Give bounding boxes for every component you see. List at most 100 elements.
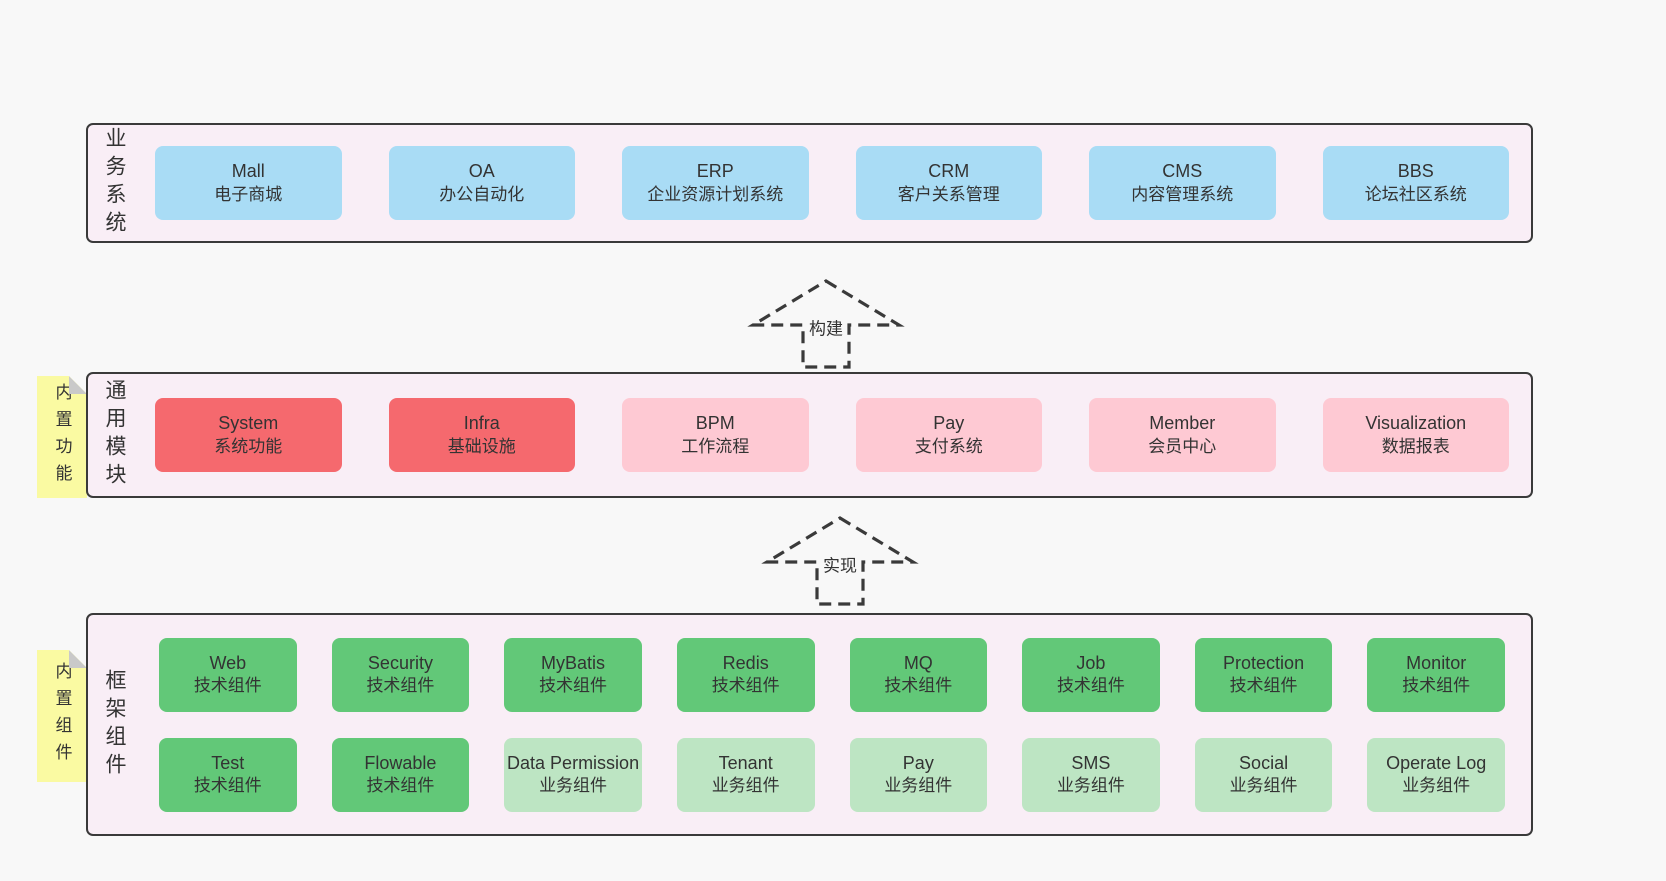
layer-label-business-systems: 业务系统 [103, 127, 126, 239]
box-monitor: Monitor 技术组件 [1367, 637, 1505, 712]
layer-label-common-modules: 通用模块 [103, 379, 126, 491]
implement-arrow-label: 实现 [819, 549, 861, 579]
box-subtitle: 业务组件 [884, 776, 953, 796]
box-subtitle: 业务组件 [1056, 776, 1125, 796]
box-title: Protection [1223, 652, 1305, 673]
box-subtitle: 技术组件 [711, 676, 780, 696]
box-subtitle: 数据报表 [1381, 436, 1450, 456]
box-operate-log: Operate Log 业务组件 [1367, 737, 1505, 812]
box-title: MyBatis [541, 652, 606, 673]
box-subtitle: 业务组件 [711, 776, 780, 796]
box-title: MQ [903, 652, 933, 673]
box-title: Web [209, 652, 247, 673]
box-subtitle: 技术组件 [366, 776, 435, 796]
sticky-tab-label: 内置功能 [52, 383, 72, 491]
box-title: BPM [695, 413, 735, 434]
box-title: Pay [902, 752, 934, 773]
box-pay: Pay 业务组件 [849, 737, 988, 812]
box-title: Test [211, 752, 245, 773]
box-mq: MQ 技术组件 [849, 637, 988, 712]
box-social: Social 业务组件 [1194, 737, 1333, 812]
box-web: Web 技术组件 [159, 637, 297, 712]
box-title: Member [1149, 413, 1216, 434]
box-subtitle: 技术组件 [1402, 676, 1471, 696]
box-title: Tenant [718, 752, 773, 773]
build-arrow: 构建 [746, 276, 906, 370]
box-title: SMS [1071, 752, 1111, 773]
box-subtitle: 论坛社区系统 [1364, 184, 1467, 204]
box-subtitle: 客户关系管理 [897, 184, 1000, 204]
box-subtitle: 电子商城 [214, 184, 283, 204]
box-subtitle: 业务组件 [1229, 776, 1298, 796]
folded-corner-icon [69, 376, 87, 394]
box-subtitle: 会员中心 [1148, 436, 1217, 456]
box-subtitle: 业务组件 [1402, 776, 1471, 796]
box-subtitle: 技术组件 [1229, 676, 1298, 696]
box-title: Redis [722, 652, 769, 673]
box-title: System [218, 413, 279, 434]
box-title: Visualization [1365, 413, 1467, 434]
box-subtitle: 技术组件 [366, 676, 435, 696]
box-subtitle: 技术组件 [1056, 676, 1125, 696]
box-test: Test 技术组件 [159, 737, 297, 812]
box-subtitle: 技术组件 [193, 776, 262, 796]
box-title: Mall [231, 161, 265, 182]
box-title: CMS [1162, 161, 1203, 182]
box-subtitle: 技术组件 [884, 676, 953, 696]
box-title: Data Permission [507, 752, 640, 773]
box-redis: Redis 技术组件 [676, 637, 815, 712]
box-tenant: Tenant 业务组件 [676, 737, 815, 812]
box-subtitle: 工作流程 [681, 436, 750, 456]
folded-corner-icon [69, 650, 87, 668]
build-arrow-label: 构建 [805, 312, 847, 342]
box-subtitle: 企业资源计划系统 [647, 184, 784, 204]
box-title: Pay [933, 413, 965, 434]
sticky-tab-label: 内置组件 [52, 662, 72, 770]
box-subtitle: 基础设施 [447, 436, 516, 456]
sticky-tab-built-in-components: 内置组件 [37, 650, 87, 782]
box-title: Security [367, 652, 433, 673]
box-title: CRM [928, 161, 970, 182]
box-subtitle: 系统功能 [214, 436, 283, 456]
box-job: Job 技术组件 [1022, 637, 1160, 712]
box-title: ERP [696, 161, 734, 182]
box-title: Flowable [364, 752, 437, 773]
box-mybatis: MyBatis 技术组件 [504, 637, 642, 712]
box-subtitle: 技术组件 [193, 676, 262, 696]
box-subtitle: 支付系统 [914, 436, 983, 456]
box-title: Infra [463, 413, 500, 434]
box-title: BBS [1397, 161, 1434, 182]
box-sms: SMS 业务组件 [1022, 737, 1160, 812]
box-title: Social [1239, 752, 1289, 773]
box-subtitle: 技术组件 [539, 676, 608, 696]
box-subtitle: 业务组件 [539, 776, 608, 796]
implement-arrow: 实现 [760, 513, 920, 607]
box-title: Operate Log [1386, 752, 1487, 773]
sticky-tab-built-in-features: 内置功能 [37, 376, 87, 498]
box-title: Job [1076, 652, 1106, 673]
box-protection: Protection 技术组件 [1194, 637, 1333, 712]
box-title: Monitor [1406, 652, 1467, 673]
box-subtitle: 办公自动化 [439, 184, 525, 204]
layer-label-framework-components: 框架组件 [103, 668, 126, 781]
